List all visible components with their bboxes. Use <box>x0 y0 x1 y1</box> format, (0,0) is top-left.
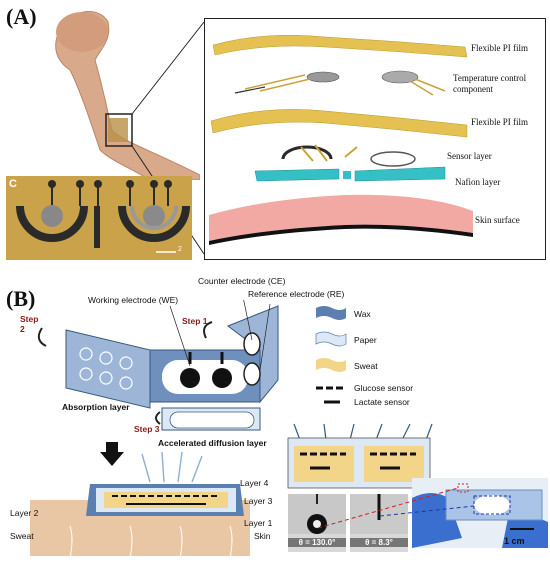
contact-angle-photo-left: θ = 130.0° <box>288 494 346 552</box>
absorption-layer-label: Absorption layer <box>62 402 130 412</box>
layer-label-nafion: Nafion layer <box>455 177 501 187</box>
counter-electrode-label: Counter electrode (CE) <box>198 276 286 286</box>
paper-device-diagram <box>37 300 279 431</box>
inset-scale-label: 2 <box>178 246 182 253</box>
step-1-label: Step 1 <box>182 316 208 326</box>
sensor-patch <box>108 118 128 142</box>
layer-1-label: Layer 1 <box>244 518 273 528</box>
electrode-inset: C 2 <box>6 176 192 260</box>
legend-glucose-sensor: Glucose sensor <box>354 383 414 393</box>
legend-lactate-sensor: Lactate sensor <box>354 397 410 407</box>
layer-4-label: Layer 4 <box>240 478 269 488</box>
layer-stack-box: Flexible PI film Temperature control com… <box>204 18 546 260</box>
layer-label-temperature-control: Temperature control component <box>453 73 527 94</box>
layer-3-label: Layer 3 <box>244 496 273 506</box>
sweat-label: Sweat <box>10 531 34 541</box>
layer-label-skin: Skin surface <box>475 215 520 225</box>
skin-patch-cross-section <box>30 442 250 559</box>
panel-a-label: (A) <box>6 4 37 29</box>
scale-bar-label: 1 cm <box>504 536 525 546</box>
contact-angle-photo-right: θ = 8.3° <box>350 494 408 552</box>
contact-angle-right-value: θ = 8.3° <box>350 538 408 547</box>
layer-label-sensor: Sensor layer <box>447 151 492 161</box>
legend-paper: Paper <box>354 335 377 345</box>
wax-swatch <box>316 306 346 320</box>
reference-electrode-label: Reference electrode (RE) <box>248 289 345 299</box>
working-electrode-label: Working electrode (WE) <box>88 295 179 305</box>
legend: Wax Paper Sweat Glucose sensor Lactate s… <box>314 304 434 414</box>
layer-label-pi-film-1: Flexible PI film <box>471 43 528 53</box>
zoom-box <box>105 113 133 147</box>
arm-photo <box>55 11 200 180</box>
step-3-label: Step 3 <box>134 424 160 434</box>
skin-label: Skin <box>254 531 271 541</box>
scale-bar <box>510 528 534 530</box>
sweat-swatch <box>316 358 346 372</box>
layer-label-pi-film-2: Flexible PI film <box>471 117 528 127</box>
diffusion-layer-label: Accelerated diffusion layer <box>158 438 267 448</box>
glove-device-photo <box>412 478 548 548</box>
legend-wax: Wax <box>354 309 371 319</box>
flow-cross-section <box>287 423 433 489</box>
paper-swatch <box>315 331 347 347</box>
legend-sweat: Sweat <box>354 361 378 371</box>
step-2-label: Step 2 <box>20 314 39 334</box>
inset-label: C <box>9 178 17 190</box>
contact-angle-left-value: θ = 130.0° <box>288 538 346 547</box>
layer-2-label: Layer 2 <box>10 508 39 518</box>
panel-b-label: (B) <box>6 286 36 311</box>
